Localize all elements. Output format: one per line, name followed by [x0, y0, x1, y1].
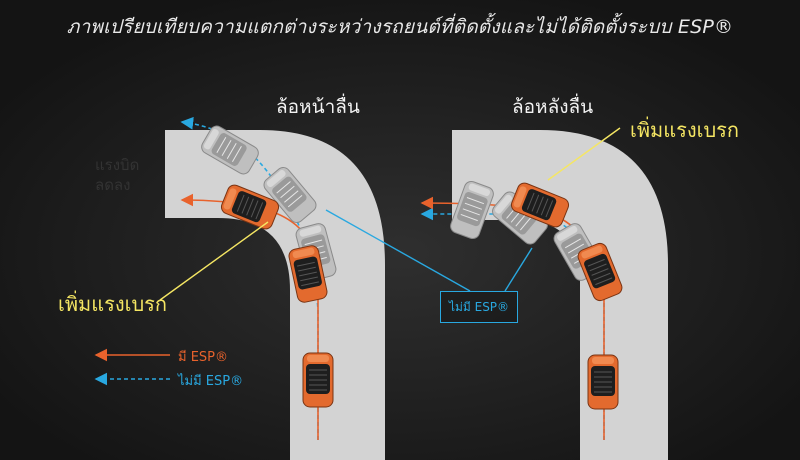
no-esp-callout-box: ไม่มี ESP®	[440, 291, 518, 323]
right-panel-heading: ล้อหลังลื่น	[512, 96, 594, 118]
torque-note-line2: ลดลง	[95, 176, 131, 194]
callout-line-center-left	[325, 209, 471, 292]
callout-line-left	[159, 221, 269, 301]
right-brake-callout: เพิ่มแรงเบรก	[630, 118, 739, 142]
callout-line-center-right	[504, 247, 533, 292]
page-title: ภาพเปรียบเทียบความแตกต่างระหว่างรถยนต์ที…	[66, 16, 734, 38]
legend-without-esp-label: ไม่มี ESP®	[178, 374, 244, 389]
left-brake-callout: เพิ่มแรงเบรก	[58, 292, 167, 316]
callout-line-right	[547, 127, 621, 181]
torque-reduced-note: แรงบิด ลดลง	[95, 155, 139, 195]
legend-with-esp-label: มี ESP®	[178, 350, 229, 365]
car-left-esp-3	[302, 352, 334, 408]
torque-note-line1: แรงบิด	[95, 156, 140, 174]
car-right-esp-3	[587, 354, 619, 410]
left-panel-heading: ล้อหน้าลื่น	[276, 96, 360, 118]
